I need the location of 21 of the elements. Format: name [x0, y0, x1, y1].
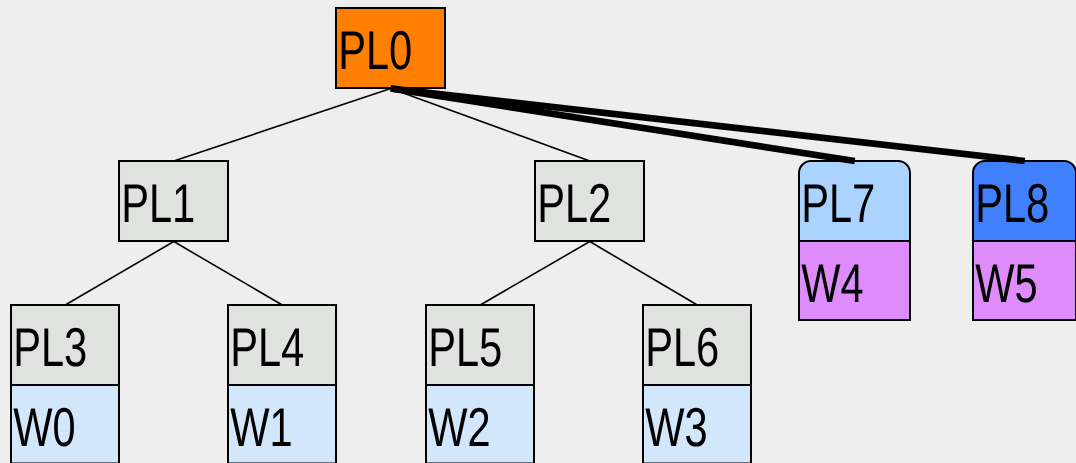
stacked-box: PL3 W0	[10, 304, 120, 463]
connector-line	[390, 85, 1026, 165]
connector-line	[173, 87, 392, 162]
process-box: PL0	[335, 7, 446, 89]
node-label: W3	[645, 407, 706, 447]
connector-line	[173, 240, 284, 306]
process-box: PL2	[534, 160, 645, 242]
node-label: W1	[230, 408, 291, 446]
node-label: W2	[428, 407, 489, 446]
stacked-box: PL6 W3	[642, 304, 752, 463]
node-label: W0	[13, 407, 74, 447]
connector-line	[64, 240, 175, 306]
process-box: PL1	[118, 160, 229, 242]
connector-line	[588, 240, 699, 306]
stacked-box: PL4 W1	[227, 304, 337, 463]
node-label: W4	[801, 264, 863, 302]
stacked-box: PL8 W5	[972, 160, 1076, 321]
stacked-box: PL5 W2	[425, 304, 535, 463]
connector-line	[479, 240, 591, 306]
node-label: W5	[975, 264, 1036, 303]
stacked-box: PL7 W4	[798, 160, 911, 321]
